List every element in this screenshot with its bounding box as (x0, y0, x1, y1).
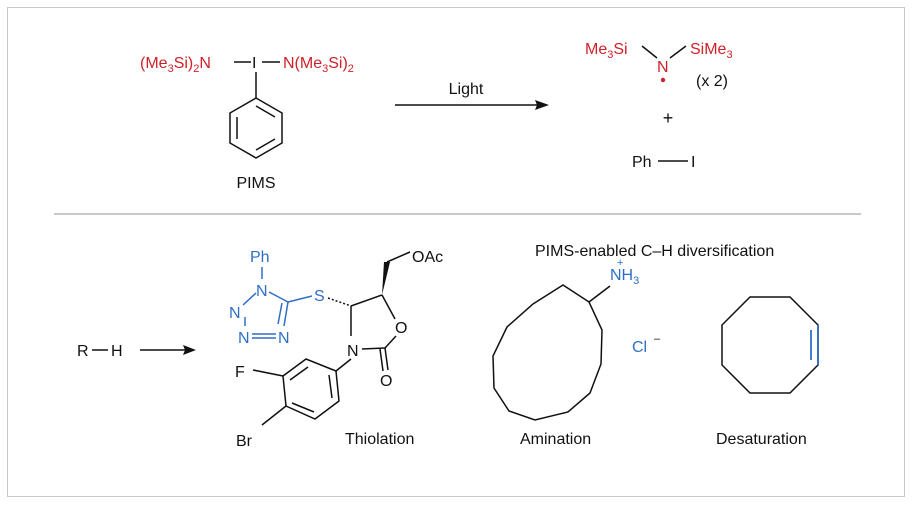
phenyl-double-bond (255, 138, 276, 151)
fluorine: F (235, 364, 245, 381)
tetrazole-n2: N (229, 305, 241, 322)
iodine-label: I (691, 154, 695, 171)
tetrazole-phenyl: Ph (250, 249, 270, 266)
carbonyl-bond (384, 347, 389, 371)
ring-bond (350, 294, 383, 307)
tetrazole-n1: N (256, 283, 268, 300)
figure-frame (7, 7, 905, 497)
arrow-label: Light (449, 81, 484, 98)
tetrazole-double-bond (277, 302, 283, 325)
aryl-double-bond (289, 366, 309, 381)
right-silylamine: N(Me3Si)2 (283, 55, 354, 75)
radical-dot (660, 77, 666, 83)
plus-sign: + (663, 108, 674, 128)
reagent-name: PIMS (236, 175, 275, 192)
chloride: Cl (632, 339, 647, 356)
c-n-bond (588, 285, 611, 303)
wedge-bond (382, 262, 390, 295)
section-heading: PIMS-enabled C–H diversification (535, 243, 774, 260)
carbonyl-oxygen: O (380, 373, 392, 390)
radical-nitrogen: N (657, 59, 669, 76)
r-group: R (77, 343, 89, 360)
c-br-bond (261, 405, 287, 426)
tetrazole-n3: N (238, 330, 250, 347)
radical-left-silyl: Me3Si (585, 41, 628, 61)
hydrogen: H (111, 343, 123, 360)
chloride-charge: – (654, 333, 661, 345)
ring-bond (361, 347, 386, 350)
tetrazole-bond (242, 292, 257, 306)
cyclododecane-ring (492, 284, 603, 421)
pims-reagent: (Me3Si)2N I N(Me3Si)2 PIMS (140, 55, 354, 192)
thiolation-label: Thiolation (345, 431, 414, 448)
si-n-bond (641, 45, 658, 59)
substrate: R H (77, 343, 123, 360)
desaturation-label: Desaturation (716, 431, 807, 448)
tetrazole-bond (268, 291, 289, 303)
ring-nitrogen: N (347, 343, 359, 360)
ring-oxygen: O (395, 320, 407, 337)
silyl-amino-radical: Me3Si N SiMe3 (x 2) (585, 41, 733, 90)
amination-product: NH3 + Cl – Amination (492, 257, 661, 448)
ammonium: NH3 (610, 267, 639, 287)
carbonyl-double-bond (379, 348, 384, 372)
tetrazole-bond (283, 301, 289, 327)
left-silylamine: (Me3Si)2N (140, 55, 211, 75)
ammonium-charge: + (617, 257, 623, 269)
aryl-double-bond (291, 402, 315, 413)
tetrazole-n4: N (278, 330, 290, 347)
radical-right-silyl: SiMe3 (690, 41, 733, 61)
arrow-head (535, 100, 549, 110)
diversification-arrow (140, 345, 196, 355)
n-aryl-bond (335, 358, 352, 372)
arrow-head (183, 345, 196, 355)
bromine: Br (236, 433, 253, 450)
radical-count: (x 2) (696, 73, 728, 90)
c-f-bond (252, 369, 284, 377)
acetate: OAc (412, 249, 443, 266)
amination-label: Amination (520, 431, 591, 448)
aryl-double-bond (328, 374, 333, 399)
ring-bond (381, 294, 396, 320)
phenyl-ring (229, 97, 283, 159)
phenyl-double-bond (255, 105, 276, 118)
ch2-bond (386, 251, 411, 263)
c-s-bond (287, 295, 313, 303)
thiolation-product: Ph N N N N S OAc O O N F B (229, 249, 443, 450)
n-si-bond (669, 45, 687, 59)
sulfur-atom: S (314, 288, 325, 305)
ring-bond (384, 335, 397, 349)
iodobenzene: Ph I (632, 154, 695, 171)
desaturation-product: Desaturation (716, 296, 819, 448)
hashed-s-bond (327, 297, 352, 307)
iodine-atom: I (252, 55, 256, 72)
cyclooctene-ring (721, 296, 819, 394)
light-arrow: Light (395, 81, 549, 110)
phenyl-label: Ph (632, 154, 652, 171)
